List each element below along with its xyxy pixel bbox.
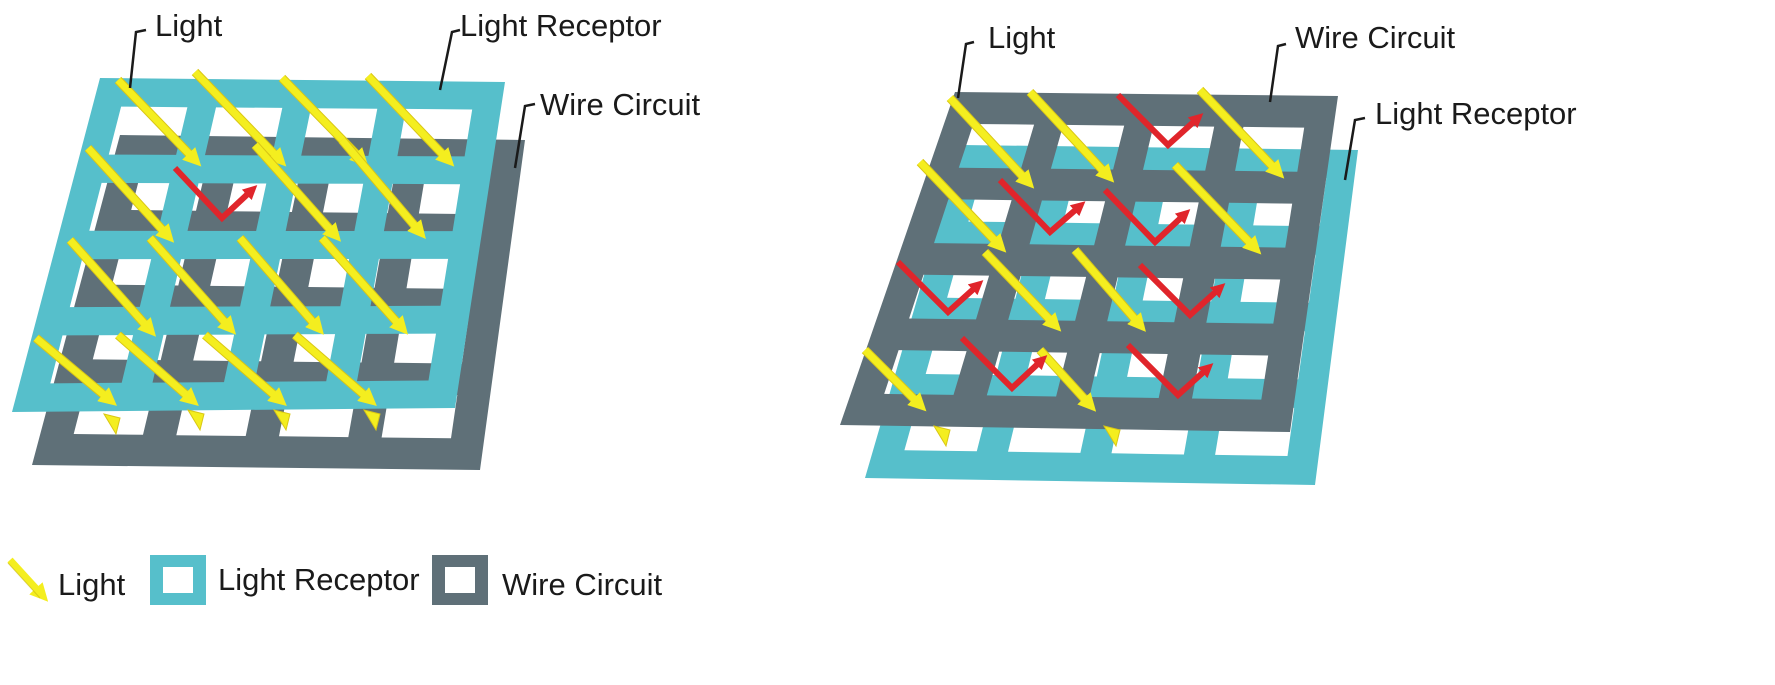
right-light-exit-2 bbox=[1102, 425, 1121, 448]
legend-light-arrow-icon bbox=[7, 557, 49, 602]
right-light-exit-1 bbox=[932, 425, 951, 448]
legend-light-item: Light bbox=[7, 557, 126, 602]
right-light-ray-9 bbox=[1037, 347, 1097, 412]
left-light-ray-6 bbox=[252, 142, 342, 242]
legend-wire-label: Wire Circuit bbox=[502, 567, 663, 602]
right-light-ray-4 bbox=[917, 159, 1007, 253]
left-light-ray-8 bbox=[67, 237, 157, 337]
right-light-ray-3 bbox=[1197, 87, 1285, 179]
left-light-ray-14 bbox=[202, 332, 287, 406]
right-light-label: Light bbox=[988, 20, 1056, 55]
right-reflection-3 bbox=[1102, 187, 1191, 247]
left-light-label: Light bbox=[155, 8, 223, 43]
left-reflection-1 bbox=[172, 165, 258, 223]
left-light-ray-4 bbox=[365, 73, 455, 167]
left-light-receptor-grid bbox=[12, 78, 505, 412]
left-light-ray-1 bbox=[115, 77, 202, 167]
right-light-ray-1 bbox=[947, 95, 1035, 189]
right-reflection-5 bbox=[1137, 262, 1226, 320]
left-light-ray-10 bbox=[237, 235, 324, 335]
right-light-ray-2 bbox=[1027, 89, 1115, 183]
right-reflection-2 bbox=[997, 177, 1086, 237]
left-diagram: Light Light Receptor Wire Circuit bbox=[12, 8, 701, 470]
right-receptor-callout-line bbox=[1343, 116, 1366, 181]
right-light-rays bbox=[861, 86, 1285, 448]
right-reflection-6 bbox=[959, 335, 1048, 393]
left-light-ray-12 bbox=[33, 335, 117, 406]
left-light-rays bbox=[33, 68, 455, 436]
right-light-callout-line bbox=[956, 40, 975, 99]
left-light-ray-9 bbox=[147, 235, 237, 335]
right-receptor-label: Light Receptor bbox=[1375, 96, 1577, 131]
right-reflection-1 bbox=[1115, 92, 1204, 150]
left-light-exit-2 bbox=[186, 409, 205, 432]
right-wire-callout-line bbox=[1268, 42, 1287, 103]
left-receptor-label: Light Receptor bbox=[460, 8, 662, 43]
right-reflection-7 bbox=[1125, 342, 1214, 400]
left-light-ray-11 bbox=[319, 235, 409, 335]
left-light-ray-13 bbox=[115, 332, 199, 407]
left-receptor-callout-line bbox=[438, 28, 461, 91]
left-light-exit-4 bbox=[362, 409, 381, 432]
right-light-ray-7 bbox=[1072, 247, 1146, 332]
left-light-ray-7 bbox=[339, 137, 426, 239]
right-light-ray-5 bbox=[1172, 162, 1262, 255]
left-wire-callout-line bbox=[513, 102, 536, 169]
legend-light-label: Light bbox=[58, 567, 126, 602]
left-light-callout-line bbox=[128, 28, 147, 89]
left-light-exit-3 bbox=[272, 409, 291, 432]
left-light-ray-2 bbox=[192, 69, 287, 167]
right-wire-label: Wire Circuit bbox=[1295, 20, 1456, 55]
left-light-ray-15 bbox=[292, 332, 377, 406]
legend-wire-item: Wire Circuit bbox=[432, 555, 663, 605]
left-light-exit-1 bbox=[102, 413, 121, 436]
right-reflection-4 bbox=[895, 259, 984, 317]
right-diagram: Light Wire Circuit Light Receptor bbox=[840, 20, 1577, 485]
right-light-ray-8 bbox=[862, 347, 927, 412]
legend-receptor-item: Light Receptor bbox=[150, 555, 420, 605]
right-light-ray-6 bbox=[982, 249, 1062, 332]
left-light-ray-5 bbox=[85, 145, 175, 243]
left-wire-label: Wire Circuit bbox=[540, 87, 701, 122]
right-reflections bbox=[895, 92, 1226, 400]
left-receptor-layer bbox=[12, 78, 505, 412]
legend-receptor-label: Light Receptor bbox=[218, 562, 420, 597]
legend: Light Light Receptor Wire Circuit bbox=[7, 555, 663, 605]
left-reflections bbox=[172, 165, 258, 223]
